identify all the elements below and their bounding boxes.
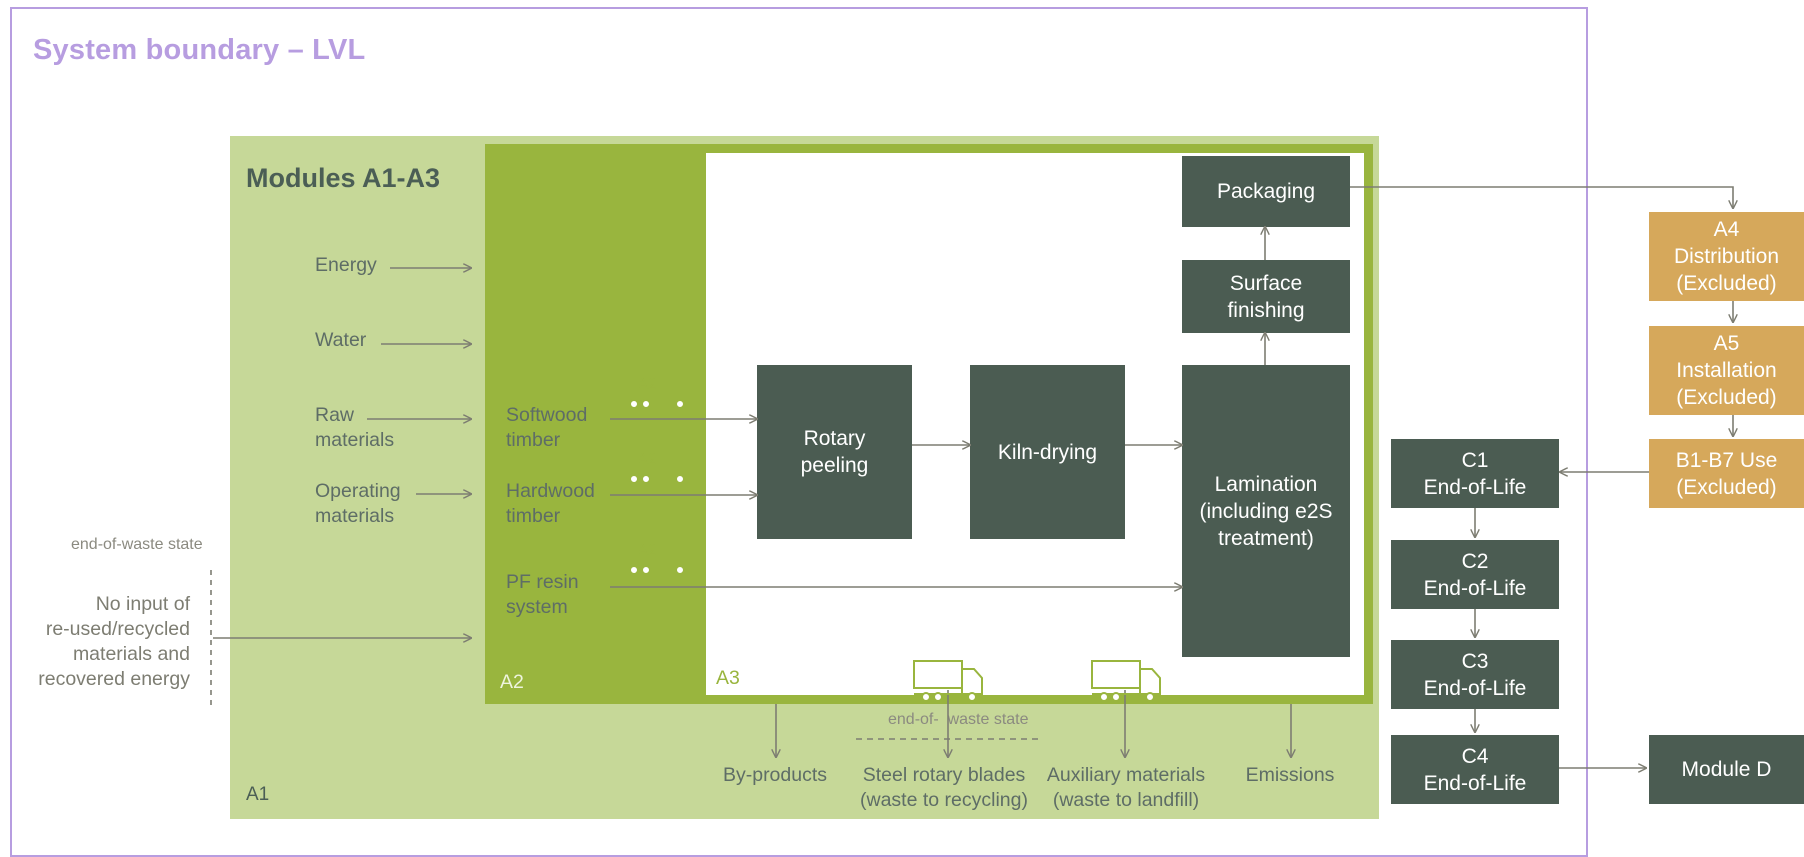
zone-a1-label: A1 bbox=[246, 784, 270, 805]
truck-hardwood-icon: A2 bbox=[621, 442, 691, 484]
output-end-of-waste-label: end-of- waste state bbox=[888, 711, 1029, 728]
zone-a2-label: A2 bbox=[500, 671, 524, 693]
truck-resin-icon: A2 bbox=[621, 533, 691, 575]
svg-text:A2: A2 bbox=[637, 376, 657, 393]
input-water: Water bbox=[315, 329, 367, 351]
output-auxiliary-materials: Auxiliary materials (waste to landfill) bbox=[1046, 764, 1206, 811]
stage-c3-end-of-life: C3 End-of-Life bbox=[1391, 640, 1559, 709]
process-rotary-peeling: Rotary peeling bbox=[757, 365, 912, 539]
process-packaging: Packaging bbox=[1182, 156, 1350, 227]
process-kiln-drying: Kiln-drying bbox=[970, 365, 1125, 539]
arrow-packaging-a4 bbox=[1350, 186, 1733, 208]
transport-pf-resin: PF resin system bbox=[506, 571, 579, 618]
transport-hardwood: Hardwood timber bbox=[506, 480, 595, 527]
no-input-note: No input of re-used/recycled materials a… bbox=[38, 593, 190, 690]
truck-blades-icon bbox=[913, 660, 983, 702]
transport-softwood: Softwood timber bbox=[506, 404, 588, 451]
stage-module-d: Module D bbox=[1649, 735, 1804, 804]
stage-a4-distribution: A4 Distribution (Excluded) bbox=[1649, 212, 1804, 301]
stage-b1-b7-use: B1-B7 Use (Excluded) bbox=[1649, 439, 1804, 508]
process-surface-finishing: Surface finishing bbox=[1182, 260, 1350, 333]
output-emissions: Emissions bbox=[1245, 764, 1335, 786]
truck-softwood-icon: A2 bbox=[621, 367, 691, 409]
end-of-waste-label: end-of-waste state bbox=[71, 536, 203, 553]
process-lamination: Lamination (including e2S treatment) bbox=[1182, 365, 1350, 657]
truck-auxiliary-icon bbox=[1091, 660, 1161, 702]
svg-text:A2: A2 bbox=[637, 542, 657, 559]
stage-c1-end-of-life: C1 End-of-Life bbox=[1391, 439, 1559, 508]
stage-a5-installation: A5 Installation (Excluded) bbox=[1649, 326, 1804, 415]
stage-c4-end-of-life: C4 End-of-Life bbox=[1391, 735, 1559, 804]
page-title: System boundary – LVL bbox=[33, 34, 366, 66]
modules-title: Modules A1-A3 bbox=[246, 163, 441, 193]
output-steel-rotary-blades: Steel rotary blades (waste to recycling) bbox=[860, 764, 1028, 811]
svg-text:A2: A2 bbox=[637, 451, 657, 468]
stage-c2-end-of-life: C2 End-of-Life bbox=[1391, 540, 1559, 609]
zone-a3-label: A3 bbox=[716, 667, 740, 689]
output-by-products: By-products bbox=[722, 764, 828, 786]
input-energy: Energy bbox=[315, 254, 377, 276]
input-raw-materials: Raw materials bbox=[315, 404, 395, 451]
input-operating-materials: Operating materials bbox=[315, 480, 401, 527]
zone-a3-border bbox=[706, 144, 1373, 704]
